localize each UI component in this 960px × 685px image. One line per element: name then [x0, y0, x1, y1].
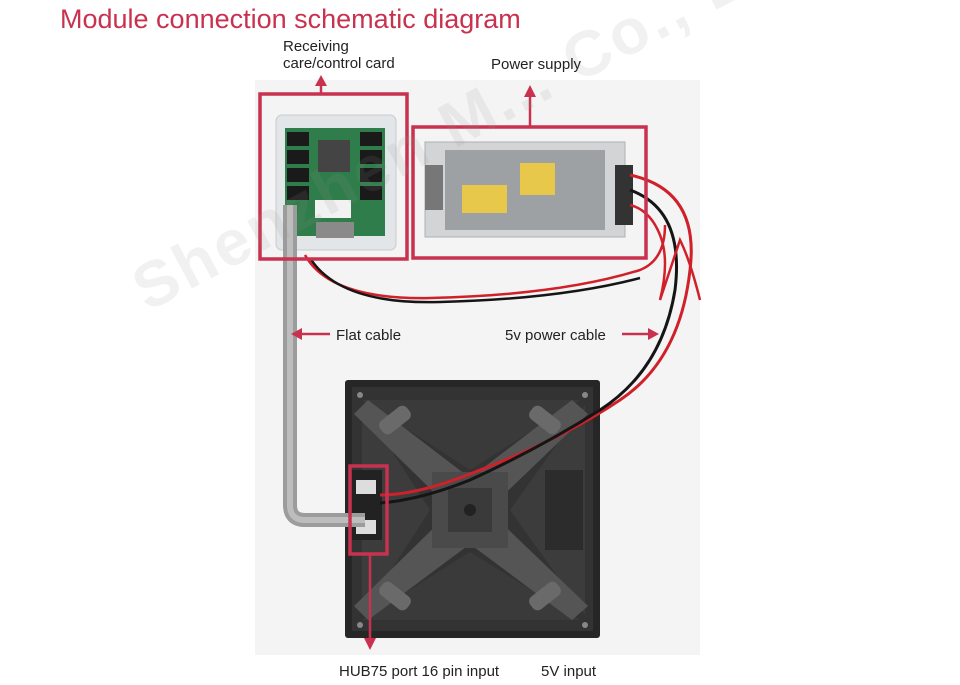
receiving-card-highlight-box: [258, 92, 409, 261]
power-cable-label: 5v power cable: [505, 327, 606, 344]
hub75-port-label: HUB75 port 16 pin input: [339, 663, 500, 680]
power-supply-highlight-box: [411, 125, 648, 260]
receiving-card-label: Receiving care/control card: [283, 38, 395, 72]
led-module: [345, 380, 600, 638]
power-supply: [424, 141, 633, 238]
page-title: Module connection schematic diagram: [60, 4, 521, 34]
receiving-card-label-line2: care/control card: [283, 55, 395, 72]
5v-input-label: 5V input: [541, 663, 597, 680]
flat-cable-label: Flat cable: [336, 327, 402, 344]
power-supply-label: Power supply: [491, 56, 582, 73]
arrows: [291, 75, 659, 650]
receiving-card-label-line1: Receiving: [283, 38, 349, 55]
receiving-card: [275, 114, 397, 251]
hub75-highlight-box: [348, 464, 389, 556]
power-cable: [303, 173, 702, 505]
